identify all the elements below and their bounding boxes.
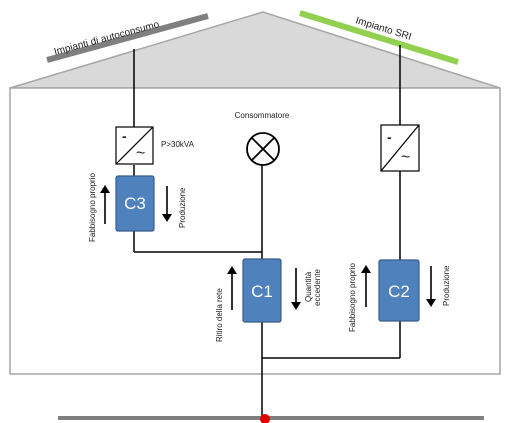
meter-c2-label: C2 [388, 282, 410, 301]
inverter-left-dc: - [122, 128, 127, 144]
inverter-left: - ~ [115, 126, 154, 165]
inverter-right-dc: - [387, 129, 392, 145]
inverter-left-power-label: P>30kVA [161, 140, 195, 149]
meter-c2: C2 [378, 259, 420, 322]
inverter-right-ac: ~ [401, 149, 410, 166]
meter-c3-label: C3 [124, 194, 146, 213]
left-solar-panel [46, 13, 209, 63]
c3-up-arrow-icon [100, 185, 110, 224]
c2-down-label: Produzione [442, 265, 451, 306]
inverter-right: - ~ [380, 124, 420, 172]
c3-down-arrow-icon [162, 186, 172, 222]
house-body [9, 87, 501, 375]
meter-c1: C1 [242, 258, 282, 323]
c2-down-arrow-icon [426, 266, 436, 307]
right-solar-panel [299, 10, 459, 65]
consumer-lamp-icon [246, 132, 280, 166]
c1-down-label-line2: eccedente [313, 269, 322, 306]
meter-c1-label: C1 [251, 282, 273, 301]
consumer-label: Consommatore [235, 111, 290, 120]
c3-down-label: Produzione [178, 187, 187, 228]
inverter-left-ac: ~ [136, 145, 145, 162]
c2-up-label: Fabbisogno proprio [348, 263, 357, 332]
c1-down-arrow-icon [291, 268, 301, 310]
meter-c3: C3 [115, 175, 155, 232]
c1-up-arrow-icon [227, 266, 237, 310]
grid-connection-point [260, 414, 270, 423]
wiring [133, 45, 401, 418]
c2-up-arrow-icon [361, 265, 371, 307]
c3-up-label: Fabbisogno proprio [88, 173, 97, 242]
c1-down-label-line1: Quantità [304, 271, 313, 302]
c1-up-label: Ritiro della rete [215, 288, 224, 342]
